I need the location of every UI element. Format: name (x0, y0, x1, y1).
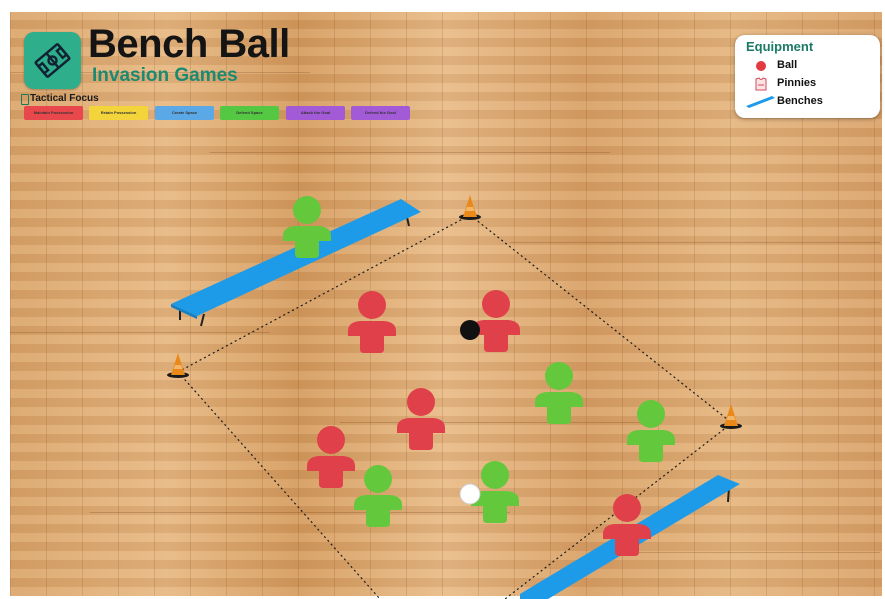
focus-chip-attack-goal[interactable]: Attack the Goal (286, 106, 345, 120)
focus-chip-create-space[interactable]: Create Space (155, 106, 214, 120)
player-green (627, 400, 675, 462)
player-red (348, 291, 396, 353)
cone-right (720, 404, 742, 429)
legend-item-pinnies: Pinnies (745, 76, 875, 92)
cone-top (459, 195, 481, 220)
legend-label: Pinnies (777, 77, 816, 89)
bench-icon (745, 94, 777, 110)
focus-chip-maintain-possession[interactable]: Maintain Possession (24, 106, 83, 120)
legend-label: Ball (777, 59, 797, 71)
page-subtitle: Invasion Games (92, 66, 238, 85)
tactical-focus-heading: Tactical Focus (30, 93, 99, 104)
legend-item-ball: Ball (745, 58, 875, 74)
court-icon (24, 32, 81, 89)
pinnie-icon (751, 76, 771, 92)
player-green (535, 362, 583, 424)
focus-chip-defend-space[interactable]: Defend Space (220, 106, 279, 120)
legend-label: Benches (777, 95, 823, 107)
player-red (472, 290, 520, 352)
ball-icon (751, 58, 771, 74)
equipment-legend: Equipment Ball Pinnies Benches (735, 35, 880, 118)
legend-title: Equipment (746, 39, 813, 54)
player-green (354, 465, 402, 527)
player-red (397, 388, 445, 450)
focus-chip-retain-possession[interactable]: Retain Possession (89, 106, 148, 120)
cone-left (167, 353, 189, 378)
focus-chip-defend-goal[interactable]: Defend the Goal (351, 106, 410, 120)
clipboard-icon (21, 94, 29, 105)
ball-light (460, 484, 480, 504)
player-red (307, 426, 355, 488)
ball-dark (460, 320, 480, 340)
page-title: Bench Ball (88, 24, 290, 64)
legend-item-benches: Benches (745, 94, 875, 110)
